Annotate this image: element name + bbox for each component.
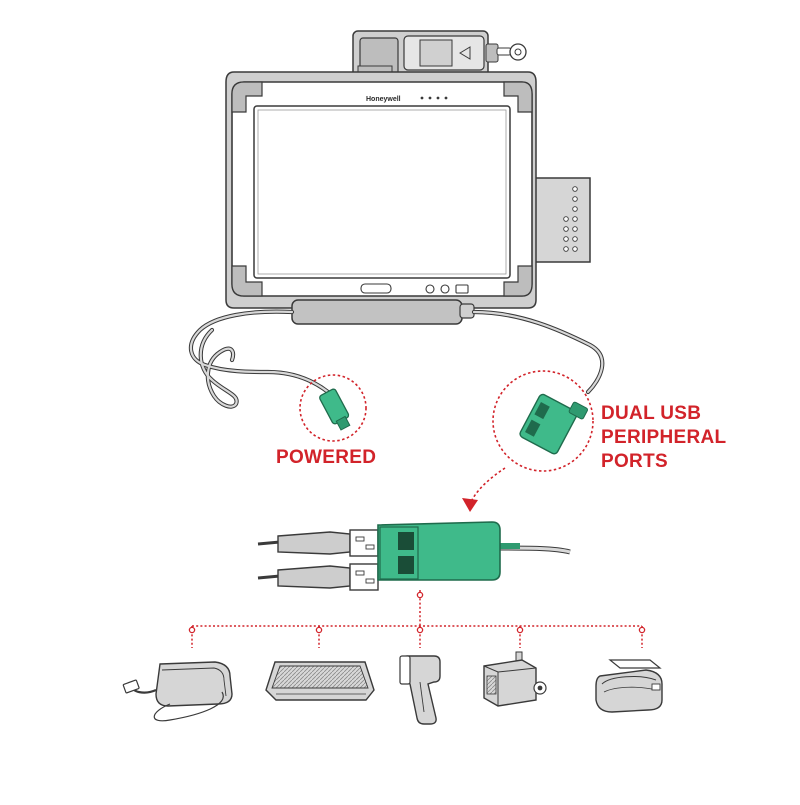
reader-icon [483,651,547,707]
tablet-screen [253,105,511,279]
usb-a-plug-bottom [257,563,379,591]
distribution-lines [191,590,643,648]
dual-usb-ports-label: DUAL USB PERIPHERAL PORTS [601,402,726,474]
printer-icon [595,659,663,713]
usb-port-slot [398,556,414,574]
arrow-head-icon [462,498,478,512]
zoom-arrow [469,467,506,505]
ports-callout-circle [492,370,594,472]
keyboard-icon [265,661,375,701]
side-bracket [527,177,591,263]
dock-base-module [291,299,463,325]
dual-usb-adapter [257,521,571,591]
ports-label-line: PORTS [601,451,668,472]
usb-port-connector [519,393,589,455]
ports-label-line: DUAL USB [601,403,702,424]
power-plug [319,388,351,431]
key-icon [496,43,527,61]
tablet-cradle: Honeywell [225,30,591,325]
powered-label: POWERED [276,447,377,468]
brand-logo: Honeywell [366,96,401,103]
barcode-scanner-icon [399,655,441,725]
hard-drive-icon [122,661,233,722]
ports-label-line: PERIPHERAL [601,427,727,448]
usb-port-slot [398,532,414,550]
powered-callout-circle [299,374,367,442]
usb-a-plug-top [257,529,379,557]
